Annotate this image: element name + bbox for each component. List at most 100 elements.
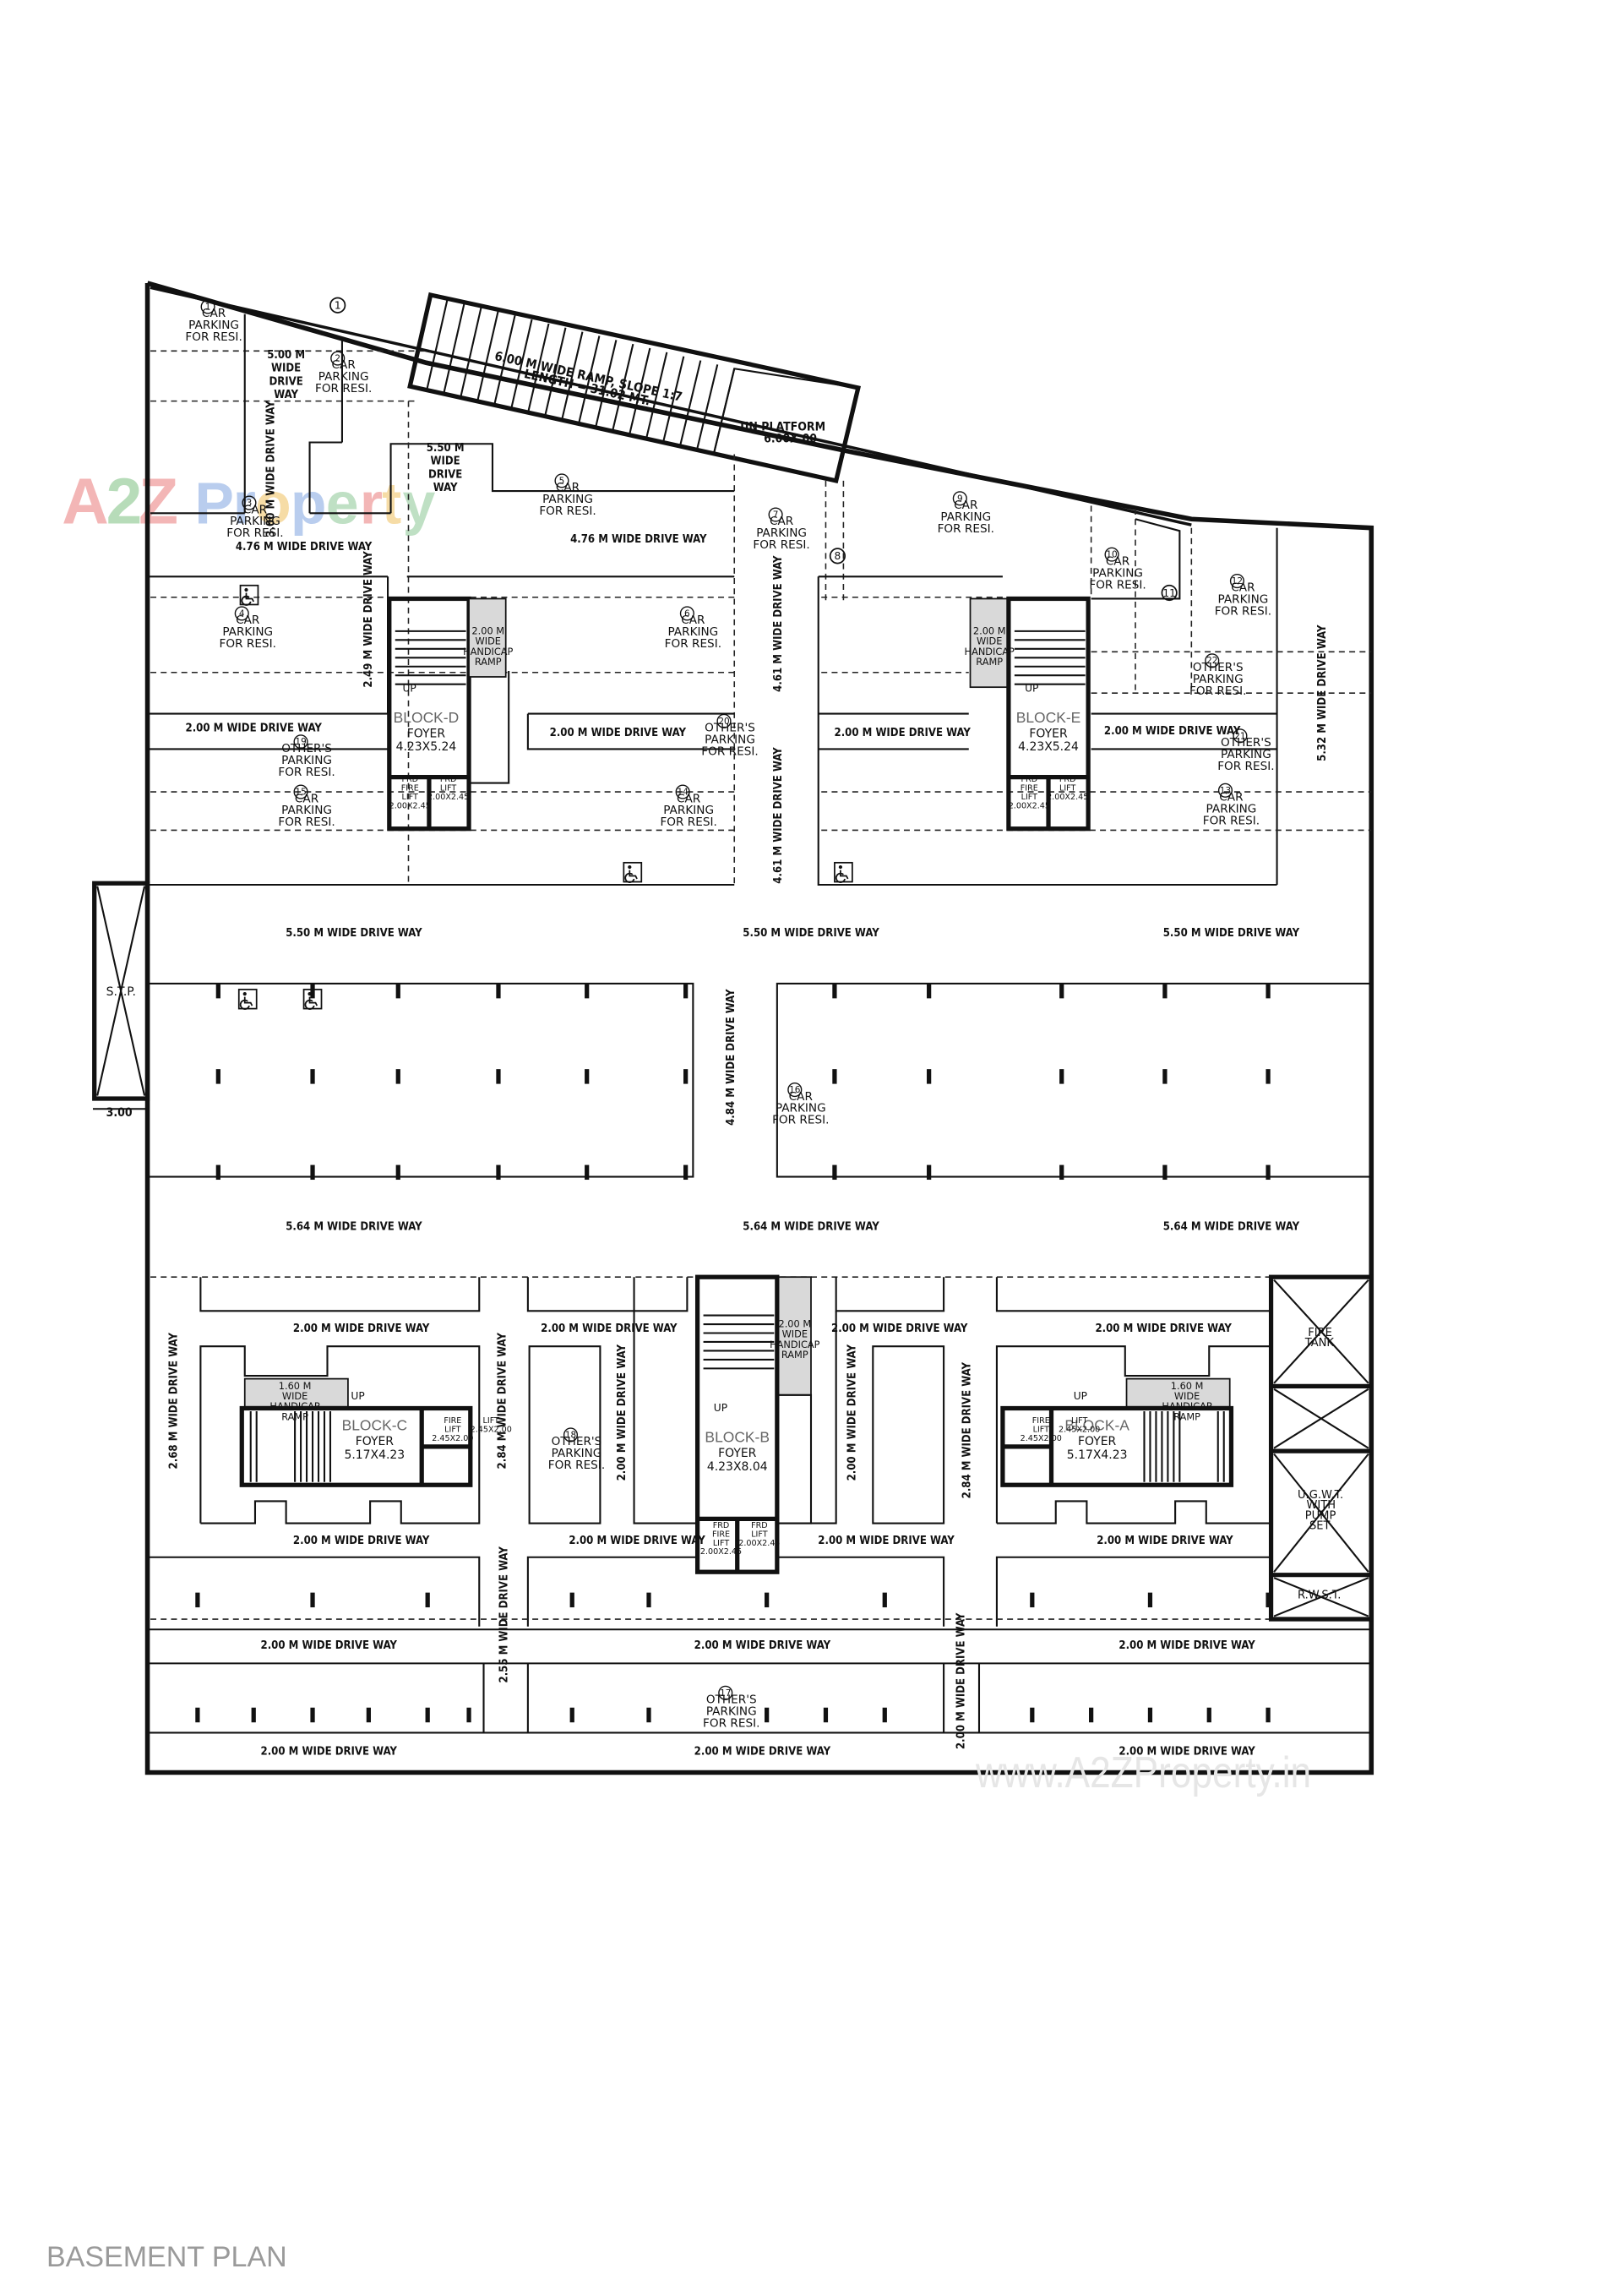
foyer-label: FOYER	[1078, 1435, 1117, 1448]
lift-label: FRD	[1059, 775, 1076, 784]
zone-text: FOR RESI.	[703, 1716, 759, 1730]
driveway-label: 5.64 M WIDE DRIVE WAY	[743, 1220, 879, 1233]
zone-text: OTHER'S	[1221, 736, 1271, 750]
watermark-letter: e	[326, 470, 359, 536]
zone-text: OTHER'S	[706, 1693, 757, 1707]
handicap-ramp-label: HANDICAP	[269, 1400, 319, 1412]
handicap-ramp-label: WIDE	[476, 635, 501, 647]
watermark-letter: Z	[139, 465, 178, 537]
zone-number: 16	[789, 1085, 800, 1095]
driveway-label: WAY	[274, 389, 298, 401]
wheelchair-icon	[302, 989, 323, 1010]
driveway-label: 2.00 M WIDE DRIVE WAY	[616, 1344, 629, 1481]
zone-text: FOR RESI.	[315, 382, 372, 395]
block-e-core	[969, 596, 1091, 832]
lower-parking-section	[147, 1276, 1372, 1734]
zone-text: PARKING	[1092, 566, 1143, 580]
zone-number: 20	[718, 717, 729, 727]
zone-text: PARKING	[776, 1102, 826, 1115]
driveway-label: 2.00 M WIDE DRIVE WAY	[831, 1323, 968, 1335]
zone-text: PARKING	[230, 515, 280, 528]
fire-lift-label: FRD	[401, 775, 418, 784]
driveway-label: DRIVE	[269, 375, 302, 388]
accessible-parking-icons	[237, 584, 853, 1010]
zone-number: 5	[559, 476, 565, 486]
fire-lift-label: 2.00X2.45	[700, 1547, 742, 1557]
zone-text: PARKING	[188, 319, 239, 332]
zone-number: 22	[1206, 656, 1217, 666]
driveway-label: 2.00 M WIDE DRIVE WAY	[955, 1612, 968, 1749]
driveway-label: 2.00 M WIDE DRIVE WAY	[569, 1535, 705, 1547]
fire-lift-label: FRD	[1021, 775, 1038, 784]
marker-number: 11	[1162, 587, 1176, 599]
zone-text: FOR RESI.	[278, 766, 335, 779]
zone-text: CAR	[789, 1090, 814, 1104]
zone-text: PARKING	[542, 493, 593, 506]
driveway-label: 2.00 M WIDE DRIVE WAY	[186, 723, 323, 735]
driveway-label: 4.76 M WIDE DRIVE WAY	[570, 533, 707, 546]
handicap-ramp-label: RAMP	[976, 656, 1003, 668]
driveway-label: 2.00 M WIDE DRIVE WAY	[694, 1639, 831, 1652]
marker-8: 8	[829, 548, 846, 564]
zone-text: PARKING	[281, 754, 332, 767]
platform-label: UN PLATFORM	[740, 421, 825, 434]
fire-lift-label: FIRE	[444, 1416, 461, 1426]
foyer-size: 5.17X4.23	[1067, 1448, 1128, 1462]
stair-up-label: UP	[714, 1402, 727, 1414]
watermark-letter: t	[382, 470, 401, 536]
handicap-ramp-label: RAMP	[1173, 1410, 1200, 1422]
handicap-ramp-label: RAMP	[281, 1410, 308, 1422]
fire-lift-label: LIFT	[1021, 793, 1038, 802]
driveway-label: 2.84 M WIDE DRIVE WAY	[961, 1362, 974, 1499]
wheelchair-icon	[237, 989, 258, 1010]
stp-dimension: 3.00	[106, 1106, 133, 1120]
wheelchair-icon	[834, 861, 853, 883]
structural-columns	[195, 983, 1271, 1723]
fire-tank-label-1: FIRE	[1308, 1327, 1332, 1339]
foyer-label: FOYER	[1029, 728, 1068, 741]
driveway-label: 5.50 M WIDE DRIVE WAY	[743, 927, 879, 940]
zone-text: PARKING	[756, 526, 807, 540]
tanks-column	[1268, 1274, 1374, 1622]
ugwt-label-4: SET	[1309, 1520, 1331, 1533]
zone-text: CAR	[681, 614, 705, 627]
lift-label: LIFT	[751, 1530, 768, 1539]
lift-label: 2.45X2.00	[1059, 1425, 1100, 1434]
lift-label: FRD	[751, 1521, 768, 1530]
watermark-letter: P	[194, 470, 234, 536]
zone-text: FOR RESI.	[278, 815, 335, 829]
driveway-label: WIDE	[431, 455, 460, 468]
zone-number: 1	[205, 302, 211, 312]
zone-text: FOR RESI.	[1189, 684, 1246, 698]
zone-text: PARKING	[663, 804, 714, 817]
handicap-ramp-label: WIDE	[1174, 1390, 1200, 1402]
zone-text: PARKING	[318, 370, 369, 384]
block-name: BLOCK-B	[705, 1429, 770, 1446]
foyer-size: 4.23X5.24	[1018, 740, 1079, 754]
zone-number: 2	[335, 354, 340, 364]
block-b-core	[694, 1274, 813, 1574]
block-b-labels: BLOCK-BFOYER4.23X8.04UPFRDFIRELIFT2.00X2…	[700, 1318, 820, 1557]
lift-label: 2.00X2.45	[1047, 793, 1088, 802]
zone-text: CAR	[677, 792, 701, 805]
driveway-label: 2.00 M WIDE DRIVE WAY	[293, 1535, 430, 1547]
zone-text: CAR	[332, 358, 357, 372]
wheelchair-icon	[623, 861, 643, 883]
driveway-label: 4.84 M WIDE DRIVE WAY	[725, 989, 738, 1126]
driveway-label: 2.00 M WIDE DRIVE WAY	[541, 1323, 678, 1335]
driveway-label: 2.00 M WIDE DRIVE WAY	[1097, 1535, 1233, 1547]
handicap-ramp-label: 1.60 M	[1171, 1380, 1204, 1392]
zone-text: OTHER'S	[705, 722, 755, 735]
zone-text: PARKING	[1193, 673, 1244, 686]
driveway-label: 2.00 M WIDE DRIVE WAY	[261, 1746, 398, 1759]
driveway-label: 5.50 M WIDE DRIVE WAY	[286, 927, 422, 940]
